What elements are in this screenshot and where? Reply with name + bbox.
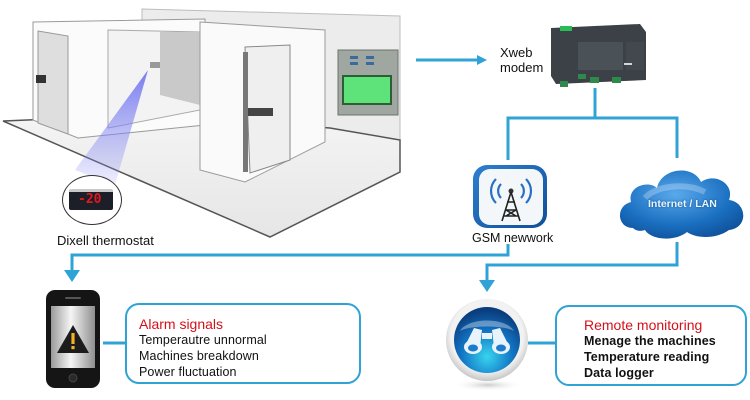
cloud-icon (619, 170, 744, 239)
remote-item: Data logger (584, 366, 654, 380)
thermostat-reading: -20 (78, 192, 102, 207)
thermostat-badge: -20 (62, 175, 122, 225)
modem-label: Xweb modem (500, 45, 544, 75)
binoculars-icon (446, 299, 528, 391)
internet-label: Internet / LAN (648, 198, 717, 210)
thermostat-label: Dixell thermostat (57, 233, 154, 248)
alarm-item: Power fluctuation (139, 365, 237, 379)
remote-item: Menage the machines (584, 334, 716, 348)
cold-room-illustration (2, 8, 401, 238)
remote-title: Remote monitoring (584, 317, 703, 333)
cell-tower-icon (473, 165, 547, 228)
thermostat-device: -20 (69, 189, 113, 210)
line-modem-split (506, 116, 679, 160)
xweb-modem-icon (551, 24, 646, 87)
arrow-cloud-to-monitor (485, 242, 679, 282)
arrow-gsm-to-phone (70, 244, 510, 272)
gsm-label: GSM newwork (472, 231, 554, 245)
alarm-title: Alarm signals (139, 316, 224, 332)
smartphone-warning-icon (46, 290, 100, 388)
arrowhead-monitor (479, 280, 495, 292)
remote-monitoring-box: Remote monitoring Menage the machines Te… (555, 305, 747, 386)
alarm-signals-box: Alarm signals Temperautre unnormal Machi… (125, 303, 361, 384)
remote-item: Temperature reading (584, 350, 710, 364)
arrowhead-phone (64, 270, 80, 282)
alarm-item: Temperautre unnormal (139, 333, 267, 347)
alarm-item: Machines breakdown (139, 349, 259, 363)
